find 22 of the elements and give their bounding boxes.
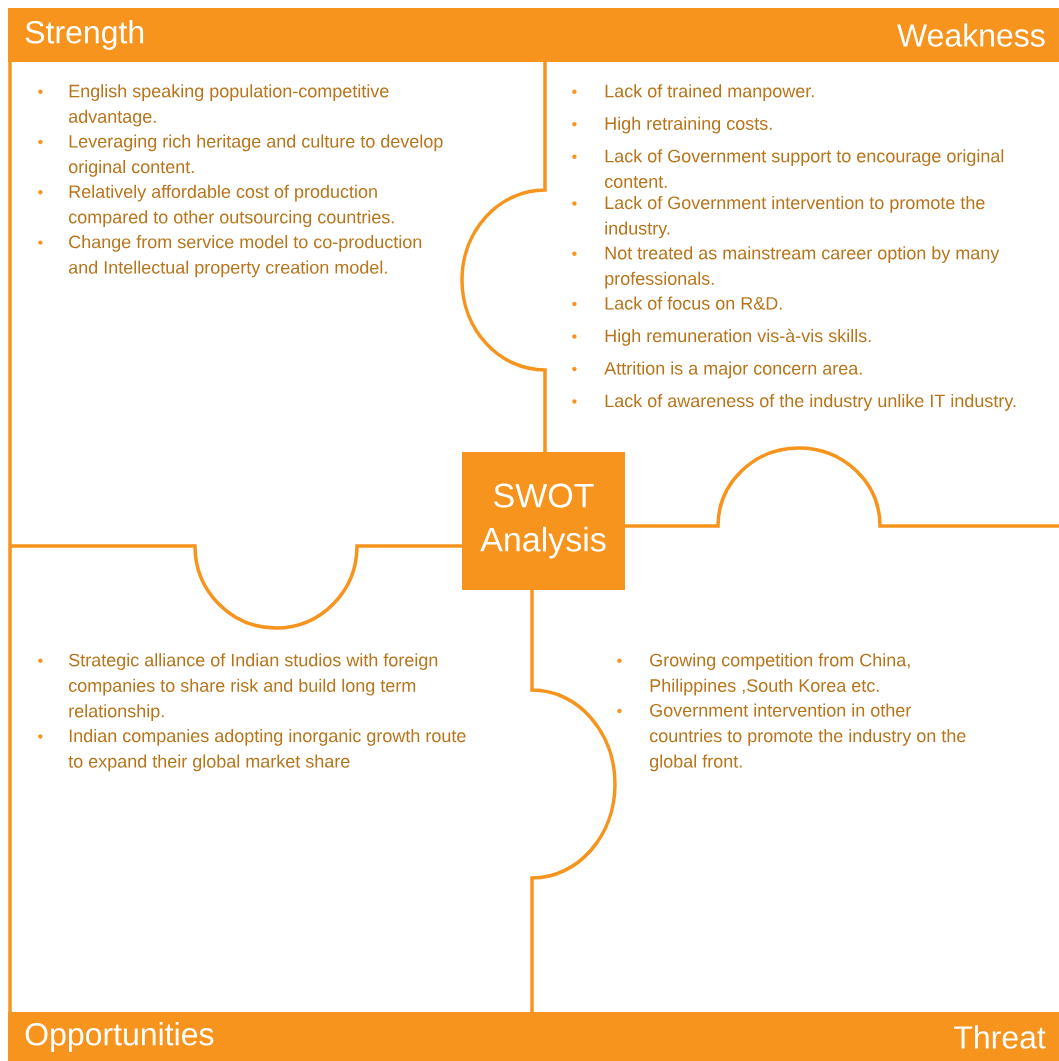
quadrant-heading: Strength: [25, 20, 144, 50]
bullet-text: Change from service model to co-production and Intellectual property creation model.: [68, 235, 422, 278]
bullet-text: Attrition is a major concern area.: [604, 361, 862, 379]
quadrant-heading: Weakness: [897, 23, 1045, 47]
bullet-text: Lack of Government intervention to promote the industry.: [605, 195, 985, 239]
quadrant-heading: Opportunities: [25, 1022, 214, 1052]
center-box: SWOT Analysis: [462, 452, 625, 590]
bullet-text: Indian companies adopting inorganic growth route to expand their global market share: [68, 729, 466, 772]
bullet-text: Lack of awareness of the industry unlike IT industry.: [605, 393, 1016, 411]
bullet-text: Growing competition from China, Philippines ,South Korea etc.: [650, 653, 910, 696]
bullet-text: Not treated as mainstream career option by many professionals.: [605, 246, 1000, 289]
bullet-text: Relatively affordable cost of production compared to other outsourcing countries.: [68, 184, 394, 228]
bullet-text: Lack of Government support to encourage original content.: [604, 149, 1004, 188]
bullet-text: English speaking population-competitive advantage.: [68, 84, 389, 127]
quadrant-heading: Threat: [954, 1025, 1046, 1049]
bullet-text: High remuneration vis-à-vis skills.: [605, 328, 871, 346]
bullet-text: Lack of focus on R&D.: [605, 296, 782, 310]
bullet-text: Government intervention in other countries to promote the industry on the global front.: [649, 703, 966, 772]
bullet-text: Lack of trained manpower.: [605, 84, 814, 101]
bullet-text: Strategic alliance of Indian studios with foreign companies to share risk and build long term relationship.: [68, 653, 438, 721]
bullet-text: Leveraging rich heritage and culture to develop original content.: [68, 134, 443, 177]
bullet-text: High retraining costs.: [605, 116, 772, 134]
